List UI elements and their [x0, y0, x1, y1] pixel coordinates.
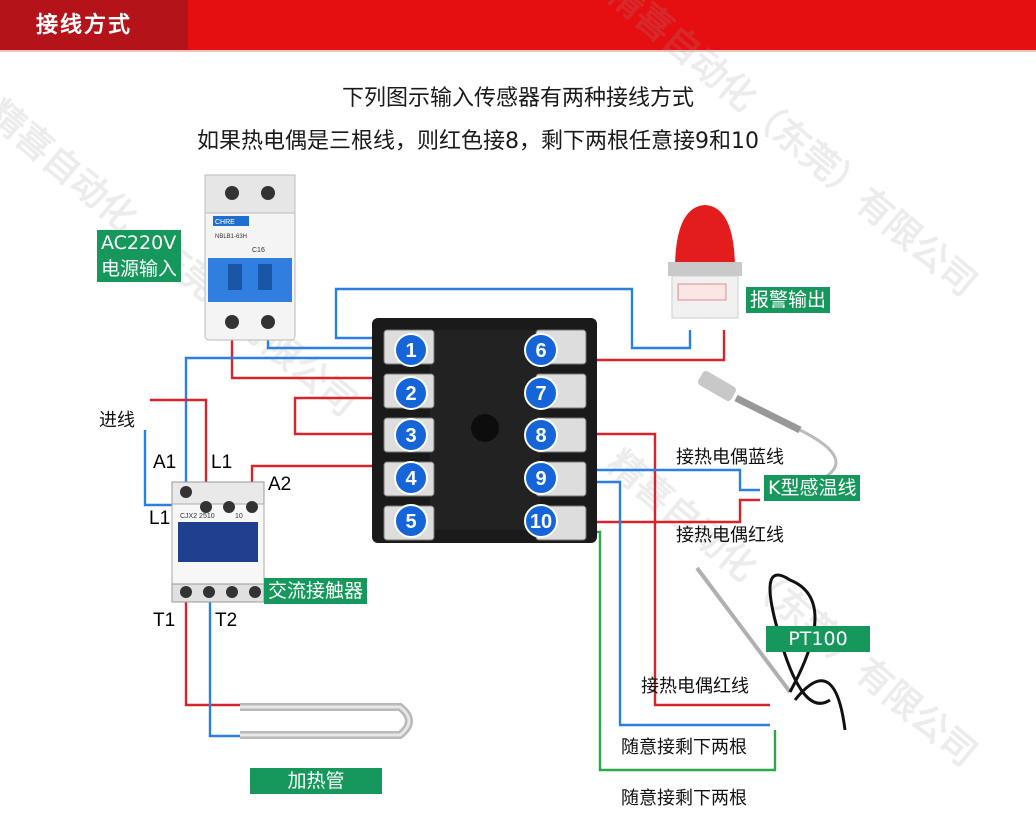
pt100-label: PT100 [766, 626, 870, 652]
heater-label: 加热管 [250, 768, 382, 794]
contactor-code: 10 [235, 513, 243, 520]
wire-blue-t2 [208, 600, 240, 738]
wire-red-coil [293, 396, 390, 436]
terminal-3: 3 [405, 425, 416, 447]
wire-red-t1 [184, 600, 240, 707]
alarm-beacon [668, 205, 742, 319]
wire-red-alarm [575, 330, 726, 362]
terminal-5: 5 [405, 511, 416, 533]
wire-red-10 [576, 498, 760, 524]
power-input-label: AC220V 电源输入 [97, 230, 182, 282]
t2-label: T2 [215, 610, 238, 631]
wire-blue-alarm [334, 287, 692, 350]
alarm-output-label: 报警输出 [746, 287, 831, 313]
wire-blue-a1 [184, 356, 388, 500]
a2-label: A2 [268, 474, 292, 495]
breaker-brand: CHRE [215, 219, 235, 226]
terminal-10: 10 [530, 511, 552, 533]
title-line-2: 如果热电偶是三根线，则红色接8，剩下两根任意接9和10 [197, 129, 759, 154]
pt-any-wire-label-1: 随意接剩下两根 [621, 737, 747, 758]
terminal-7: 7 [535, 383, 546, 405]
wire-red-in [150, 398, 208, 498]
terminal-4: 4 [405, 468, 417, 490]
k-red-wire-label: 接热电偶红线 [676, 525, 784, 546]
t1-label: T1 [153, 610, 176, 631]
pt-any-wire-label-2: 随意接剩下两根 [621, 788, 747, 809]
wire-blue-9 [576, 468, 760, 492]
a1-label: A1 [153, 452, 177, 473]
breaker-model: NBLB1-63H [215, 234, 247, 240]
wire-blue-pt [576, 480, 770, 727]
contactor-model: CJX2 2510 [180, 513, 215, 520]
incoming-line-label: 进线 [99, 410, 135, 431]
l1-top-label: L1 [211, 452, 233, 473]
terminal-9: 9 [535, 468, 546, 490]
title-line-1: 下列图示输入传感器有两种接线方式 [341, 86, 694, 111]
header-divider [0, 50, 1036, 52]
header-tab-title: 接线方式 [0, 0, 188, 50]
terminal-1: 1 [405, 340, 416, 362]
terminal-2: 2 [405, 383, 416, 405]
k-sensor-label: K型感温线 [764, 475, 861, 501]
l1-label: L1 [149, 508, 171, 529]
heating-tube [240, 703, 413, 739]
pt-red-wire-label: 接热电偶红线 [641, 676, 749, 697]
k-blue-wire-label: 接热电偶蓝线 [676, 447, 784, 468]
circuit-breaker: CHRE NBLB1-63H C16 [204, 174, 296, 341]
wire-red-power [230, 325, 388, 380]
pt100-probe [695, 566, 847, 731]
ac-contactor: CJX2 2510 10 [171, 481, 265, 603]
contactor-label: 交流接触器 [264, 578, 368, 604]
terminal-6: 6 [535, 340, 546, 362]
terminal-8: 8 [535, 425, 546, 447]
controller-terminals [394, 333, 558, 538]
wire-red-8 [576, 432, 770, 707]
breaker-rating: C16 [252, 247, 265, 254]
